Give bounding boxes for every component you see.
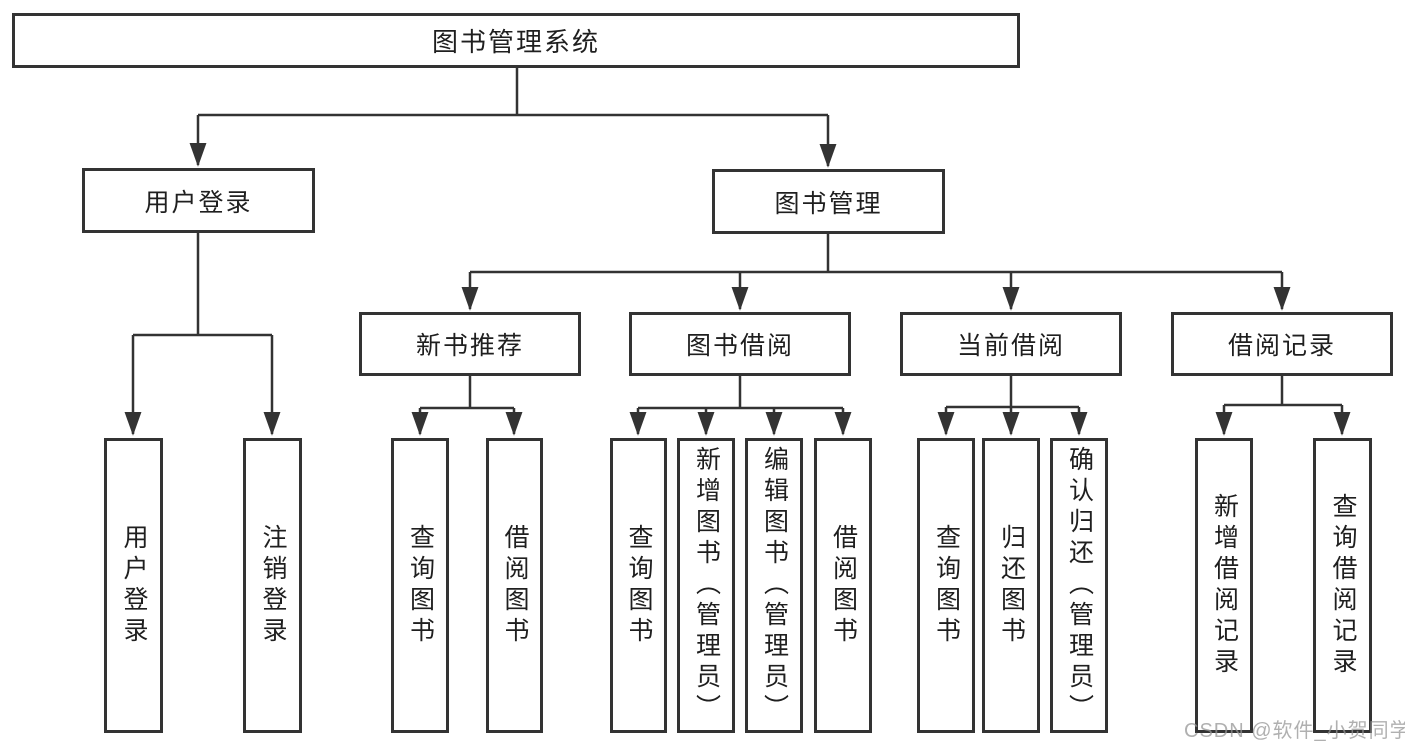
leaf-borrow-books-recommend: 借阅图书 xyxy=(486,438,543,733)
leaf-add-books-admin-label: 新增图书（管理员） xyxy=(692,446,721,725)
leaf-add-borrow-record-label: 新增借阅记录 xyxy=(1210,492,1239,679)
leaf-borrow-books-recommend-label: 借阅图书 xyxy=(501,523,529,648)
node-borrow-records-label: 借阅记录 xyxy=(1227,332,1336,360)
leaf-add-books-admin: 新增图书（管理员） xyxy=(677,438,735,733)
leaf-query-books-borrow: 查询图书 xyxy=(610,438,667,733)
leaf-user-login: 用户登录 xyxy=(104,438,163,733)
leaf-edit-books-admin: 编辑图书（管理员） xyxy=(745,438,803,733)
node-borrow-records: 借阅记录 xyxy=(1171,312,1393,376)
leaf-borrow-books: 借阅图书 xyxy=(814,438,872,733)
node-book-management: 图书管理 xyxy=(712,169,945,234)
leaf-logout: 注销登录 xyxy=(243,438,302,733)
leaf-query-books-recommend: 查询图书 xyxy=(391,438,449,733)
leaf-edit-books-admin-label: 编辑图书（管理员） xyxy=(760,446,789,725)
node-book-borrow: 图书借阅 xyxy=(629,312,851,376)
leaf-query-books-recommend-label: 查询图书 xyxy=(406,523,435,648)
leaf-query-books-borrow-label: 查询图书 xyxy=(625,523,653,648)
leaf-query-borrow-record: 查询借阅记录 xyxy=(1313,438,1372,733)
leaf-confirm-return-admin-label: 确认归还（管理员） xyxy=(1065,446,1094,725)
leaf-user-login-label: 用户登录 xyxy=(120,523,148,648)
leaf-add-borrow-record: 新增借阅记录 xyxy=(1195,438,1253,733)
node-book-borrow-label: 图书借阅 xyxy=(685,332,794,360)
leaf-query-books-current: 查询图书 xyxy=(917,438,975,733)
leaf-return-books: 归还图书 xyxy=(982,438,1040,733)
csdn-watermark: CSDN @软件_小贺同学 xyxy=(1184,720,1405,742)
leaf-confirm-return-admin: 确认归还（管理员） xyxy=(1050,438,1108,733)
node-current-borrow-label: 当前借阅 xyxy=(956,332,1065,360)
node-library-management-system: 图书管理系统 xyxy=(12,13,1020,68)
node-book-management-label: 图书管理 xyxy=(774,189,883,218)
node-user-login-label: 用户登录 xyxy=(144,188,253,217)
node-user-login: 用户登录 xyxy=(82,168,315,233)
leaf-return-books-label: 归还图书 xyxy=(997,523,1026,648)
leaf-query-borrow-record-label: 查询借阅记录 xyxy=(1329,492,1357,679)
leaf-borrow-books-label: 借阅图书 xyxy=(829,523,858,648)
node-new-book-recommend-label: 新书推荐 xyxy=(415,332,524,360)
node-new-book-recommend: 新书推荐 xyxy=(359,312,581,376)
node-library-management-system-label: 图书管理系统 xyxy=(431,27,600,57)
leaf-logout-label: 注销登录 xyxy=(259,523,287,648)
node-current-borrow: 当前借阅 xyxy=(900,312,1122,376)
leaf-query-books-current-label: 查询图书 xyxy=(932,523,961,648)
